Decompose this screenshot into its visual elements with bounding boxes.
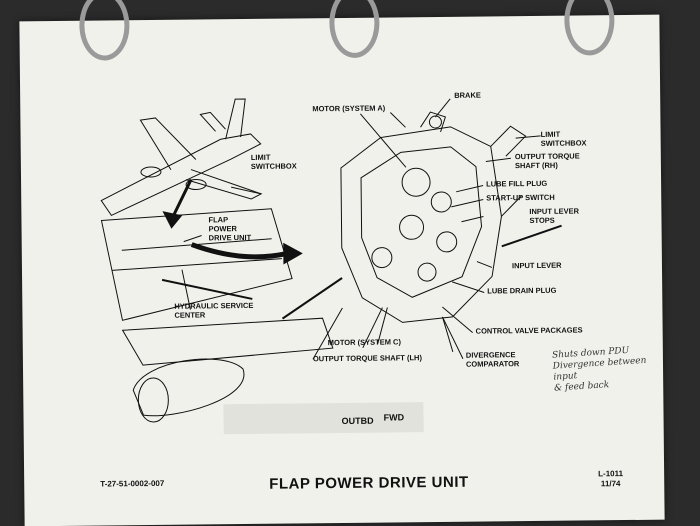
document-number: T-27-51-0002-007 [100, 478, 165, 489]
label-input-lever-stops: INPUT LEVER STOPS [529, 206, 580, 226]
label-output-torque-shaft-rh: OUTPUT TORQUE SHAFT (RH) [514, 151, 580, 171]
model-and-date: L-1011 11/74 [598, 469, 623, 489]
label-lube-drain-plug: LUBE DRAIN PLUG [487, 285, 557, 296]
wing-section-illustration [100, 208, 334, 423]
manual-page: FLAP POWER DRIVE UNIT LIMIT SWITCHBOX HY… [19, 0, 665, 526]
label-limit-switchbox-left: LIMIT SWITCHBOX [250, 152, 297, 171]
handwritten-note: Shuts down PDU Divergence between input … [552, 344, 665, 395]
label-motor-system-a: MOTOR (SYSTEM A) [312, 103, 386, 114]
pdu-illustration [281, 111, 562, 352]
label-output-torque-shaft-lh: OUTPUT TORQUE SHAFT (LH) [312, 353, 422, 364]
direction-fwd: FWD [383, 412, 405, 423]
label-flap-power-drive-unit: FLAP POWER DRIVE UNIT [208, 215, 252, 243]
label-motor-system-c: MOTOR (SYSTEM C) [327, 337, 402, 348]
illustration [100, 98, 562, 435]
label-brake: BRAKE [454, 90, 481, 100]
direction-outbd: OUTBD [341, 415, 374, 427]
aircraft-illustration [100, 98, 263, 217]
page-title: FLAP POWER DRIVE UNIT [269, 473, 469, 493]
label-lube-fill-plug: LUBE FILL PLUG [486, 178, 548, 189]
model-number: L-1011 [598, 469, 624, 479]
label-hydraulic-service-center: HYDRAULIC SERVICE CENTER [174, 300, 254, 320]
label-start-up-switch: START-UP SWITCH [486, 192, 555, 203]
label-limit-switchbox-right: LIMIT SWITCHBOX [540, 129, 587, 148]
label-control-valve-packages: CONTROL VALVE PACKAGES [475, 325, 583, 336]
label-divergence-comparator: DIVERGENCE COMPARATOR [465, 350, 520, 369]
revision-date: 11/74 [600, 479, 621, 489]
label-input-lever: INPUT LEVER [511, 260, 562, 271]
